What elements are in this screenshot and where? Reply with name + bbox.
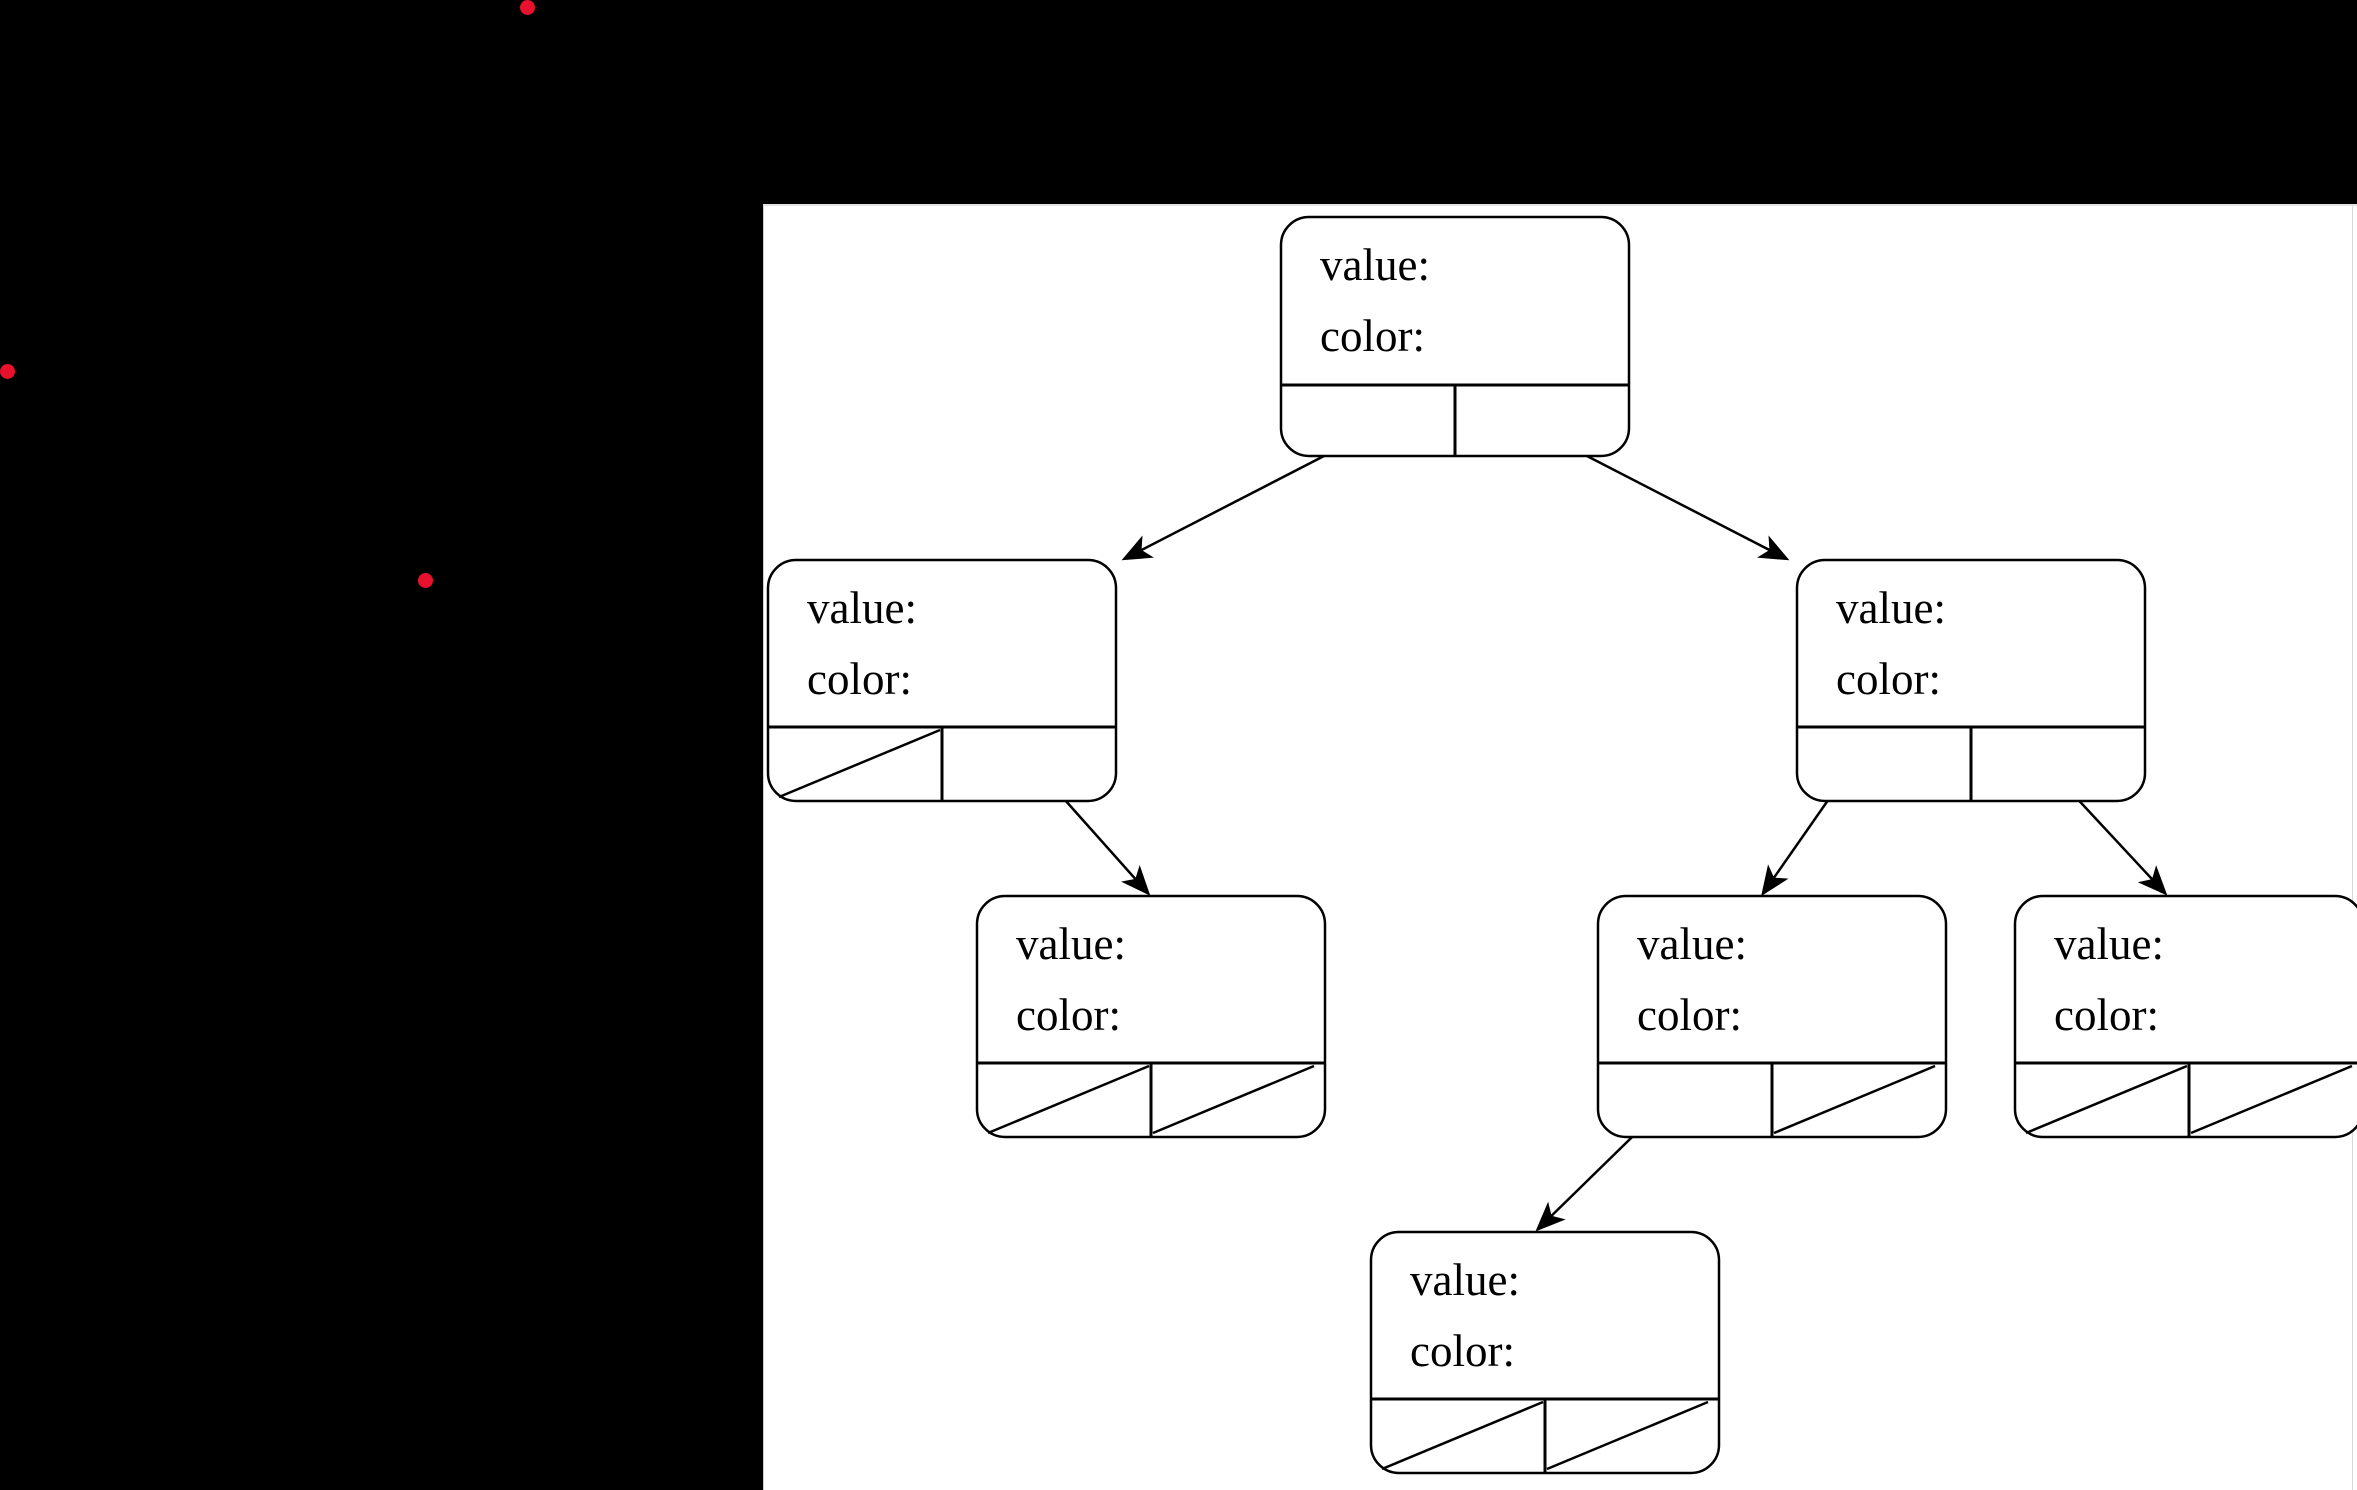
- tree-node-leaf-b-color-label: color:: [1637, 990, 1742, 1040]
- tree-node-leaf-a-color-label: color:: [1016, 990, 1121, 1040]
- diagram-content-panel[interactable]: value:color:value:color:value:color:valu…: [763, 204, 2357, 1490]
- cursor-marker-left: [0, 364, 15, 379]
- cursor-marker-middle: [418, 573, 433, 588]
- tree-node-left-level1-color-label: color:: [807, 654, 912, 704]
- tree-node-leaf-c-value-label: value:: [2054, 919, 2164, 969]
- tree-node-leaf-d-left-null-slash: [1381, 1400, 1544, 1471]
- panel-right-rule: [2352, 206, 2353, 1490]
- tree-node-leaf-b-right-null-slash: [1773, 1064, 1936, 1135]
- tree-node-right-level1-color-label: color:: [1836, 654, 1941, 704]
- tree-node-leaf-a-value-label: value:: [1016, 919, 1126, 969]
- tree-node-left-level1[interactable]: value: color:: [766, 558, 1118, 803]
- tree-node-leaf-c-left-null-slash: [2025, 1064, 2188, 1135]
- tree-node-leaf-a-right-null-slash: [1152, 1064, 1315, 1135]
- tree-node-leaf-c[interactable]: value: color:: [2013, 894, 2357, 1139]
- tree-node-leaf-d-color-label: color:: [1410, 1326, 1515, 1376]
- tree-node-root-color-label: color:: [1320, 311, 1425, 361]
- tree-node-leaf-a-left-null-slash: [987, 1064, 1150, 1135]
- tree-node-leaf-d[interactable]: value: color:: [1369, 1230, 1721, 1475]
- tree-node-leaf-b-value-label: value:: [1637, 919, 1747, 969]
- tree-node-leaf-c-color-label: color:: [2054, 990, 2159, 1040]
- tree-node-left-level1-value-label: value:: [807, 583, 917, 633]
- tree-node-leaf-d-right-null-slash: [1546, 1400, 1709, 1471]
- tree-node-leaf-b[interactable]: value: color:: [1596, 894, 1948, 1139]
- tree-node-right-level1[interactable]: value: color:: [1795, 558, 2147, 803]
- tree-node-right-level1-value-label: value:: [1836, 583, 1946, 633]
- nodes-layer: value:color:value:color:value:color:valu…: [766, 215, 2357, 1475]
- tree-node-root-value-label: value:: [1320, 240, 1430, 290]
- tree-node-leaf-d-value-label: value:: [1410, 1255, 1520, 1305]
- tree-node-left-level1-left-null-slash: [778, 728, 941, 799]
- tree-node-leaf-c-right-null-slash: [2190, 1064, 2353, 1135]
- tree-node-root[interactable]: value: color:: [1279, 215, 1631, 458]
- binary-tree-diagram: value:color:value:color:value:color:valu…: [766, 215, 2357, 1475]
- cursor-marker-top: [520, 0, 535, 15]
- tree-node-leaf-a[interactable]: value: color:: [975, 894, 1327, 1139]
